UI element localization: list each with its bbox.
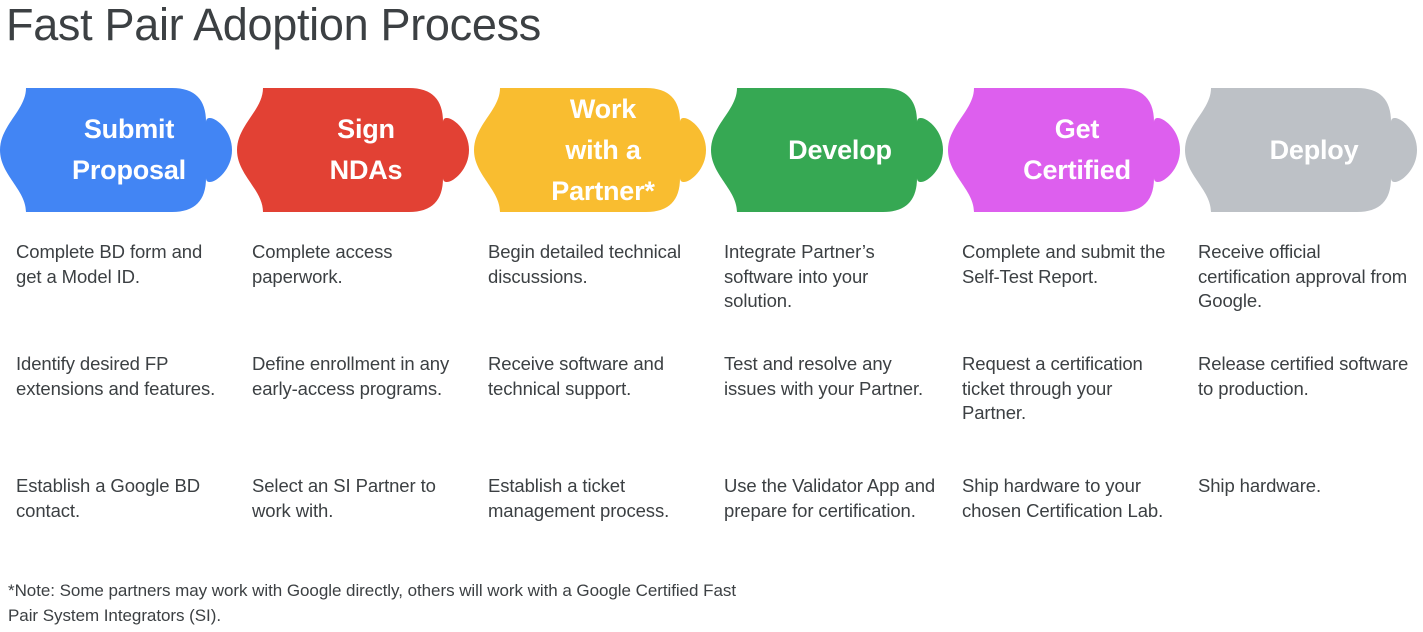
stage-chevron-work-with-a-partner[interactable]: Work with a Partner*	[474, 88, 706, 212]
detail-item: Define enrollment in any early-access pr…	[252, 353, 450, 399]
detail-item: Ship hardware.	[1198, 475, 1322, 496]
detail-item: Ship hardware to your chosen Certificati…	[962, 475, 1164, 521]
chevron-shape-icon	[948, 88, 1180, 212]
stage-label-deploy: Deploy	[1269, 134, 1359, 165]
detail-item: Integrate Partner’s software into your s…	[724, 241, 875, 311]
detail-item: Complete access paperwork.	[252, 241, 393, 287]
detail-item: Identify desired FP extensions and featu…	[16, 353, 216, 399]
stage-label-work-with-a-partner: Work with a Partner*	[551, 93, 655, 206]
detail-item: Release certified software to production…	[1198, 353, 1409, 399]
detail-item: Use the Validator App and prepare for ce…	[724, 475, 936, 521]
detail-item: Request a certification ticket through y…	[962, 353, 1143, 423]
stage-label-submit-proposal: Submit Proposal	[72, 114, 186, 185]
stage-detail-columns: Complete BD form and get a Model ID. Iden…	[0, 240, 1423, 560]
stage-chevron-develop[interactable]: Develop	[711, 88, 943, 212]
detail-item: Complete BD form and get a Model ID.	[16, 241, 203, 287]
chevron-shape-icon	[237, 88, 469, 212]
stage-chevron-submit-proposal[interactable]: Submit Proposal	[0, 88, 232, 212]
stage-label-get-certified: Get Certified	[1023, 114, 1131, 185]
detail-item: Receive official certification approval …	[1198, 241, 1408, 311]
detail-item: Select an SI Partner to work with.	[252, 475, 436, 521]
stage-chevron-get-certified[interactable]: Get Certified	[948, 88, 1180, 212]
chevron-shape-icon	[0, 88, 232, 212]
stage-label-develop: Develop	[788, 134, 892, 165]
footnote-note: *Note: Some partners may work with Googl…	[8, 581, 737, 625]
process-stage-banner: Submit Proposal Sign NDAs Work with a Part…	[0, 88, 1423, 212]
chevron-shape-icon	[1185, 88, 1417, 212]
stage-label-sign-ndas: Sign NDAs	[329, 114, 403, 185]
chevron-shape-icon	[474, 88, 706, 212]
detail-item: Begin detailed technical discussions.	[488, 241, 682, 287]
detail-item: Receive software and technical support.	[488, 353, 664, 399]
stage-chevron-sign-ndas[interactable]: Sign NDAs	[237, 88, 469, 212]
detail-item: Establish a Google BD contact.	[16, 475, 201, 521]
chevron-shape-icon	[711, 88, 943, 212]
detail-item: Test and resolve any issues with your Pa…	[724, 353, 924, 399]
stage-chevron-deploy[interactable]: Deploy	[1185, 88, 1417, 212]
detail-item: Establish a ticket management process.	[488, 475, 670, 521]
detail-item: Complete and submit the Self-Test Report…	[962, 241, 1166, 287]
page-title: Fast Pair Adoption Process	[6, 0, 541, 50]
